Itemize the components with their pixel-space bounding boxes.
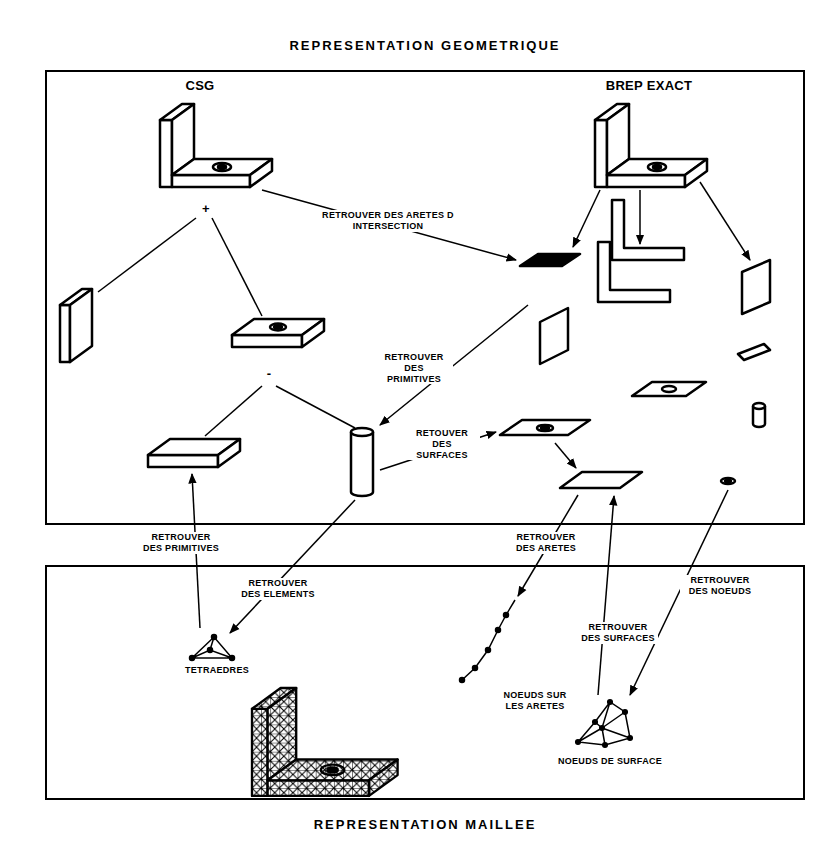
mesh-element	[208, 648, 213, 653]
arrow-label: RETROUVER DES ARETES	[508, 532, 584, 554]
mesh-element	[486, 648, 491, 653]
csg-primitive	[351, 428, 373, 436]
column-title: CSG	[178, 78, 222, 94]
mesh-element	[578, 702, 630, 745]
leader-lines	[555, 443, 576, 468]
region-frame: REPRESENTATION MAILLEE	[45, 565, 805, 800]
meshed-bracket	[252, 688, 398, 796]
arrow-label: RETROUVER DES ELEMENTS	[238, 578, 318, 600]
element-label: TETRAEDRES	[178, 665, 256, 676]
brep-face	[500, 420, 590, 435]
brep-face	[598, 242, 670, 302]
mesh-element	[608, 700, 613, 705]
brep-face	[742, 260, 770, 314]
mesh-element	[496, 628, 501, 633]
section-heading: REPRESENTATION GEOMETRIQUE	[47, 38, 803, 53]
leader-lines	[98, 182, 750, 695]
leader-lines	[573, 190, 600, 247]
operator-sign: -	[262, 366, 276, 382]
brep-face	[520, 254, 580, 266]
brep-face	[540, 308, 568, 364]
mesh-element	[460, 678, 465, 683]
mesh-element	[190, 656, 195, 661]
leader-lines	[205, 386, 262, 436]
arrow-label: RETOUVER DES SURFACES	[404, 428, 480, 460]
leader-lines	[98, 218, 196, 292]
csg-primitive	[148, 455, 218, 467]
element-label: NOEUDS DE SURFACE	[552, 756, 668, 767]
brep-face	[541, 427, 549, 430]
csg-primitive	[274, 325, 282, 329]
brep-face	[721, 478, 735, 484]
mesh-element	[473, 666, 478, 671]
column-title: BREP EXACT	[594, 78, 704, 94]
l-bracket	[160, 104, 272, 187]
mesh-element	[628, 736, 633, 741]
mesh-element	[576, 740, 581, 745]
brep-face	[753, 403, 765, 409]
operator-sign: +	[199, 201, 213, 217]
arrow-label: RETROUVER DES PRIMITIVES	[375, 352, 453, 384]
meshed-bracket	[252, 688, 398, 796]
leader-lines	[700, 182, 750, 260]
brep-face	[500, 200, 770, 488]
csg-primitive	[70, 289, 92, 362]
mesh-element	[462, 600, 515, 680]
arrow-label: RETROUVER DES NOEUDS	[680, 575, 760, 597]
arrow-label: RETROUVER DES SURFACES	[578, 622, 658, 644]
brep-face	[662, 386, 676, 392]
mesh-element	[192, 637, 232, 658]
mesh-element	[212, 635, 217, 640]
leader-lines	[276, 386, 355, 428]
csg-primitive	[60, 305, 70, 362]
brep-face	[612, 200, 684, 260]
mesh-element	[504, 613, 509, 618]
brep-face	[725, 480, 731, 483]
brep-face	[738, 344, 770, 360]
csg-primitive	[218, 439, 240, 467]
mesh-element	[230, 656, 235, 661]
section-heading: REPRESENTATION MAILLEE	[47, 817, 803, 832]
brep-face	[632, 382, 706, 396]
l-bracket	[595, 104, 707, 187]
arrow-label: RETROUVER DES ARETES D INTERSECTION	[318, 210, 458, 232]
mesh-element	[600, 726, 605, 731]
leader-lines	[598, 496, 614, 695]
csg-primitive	[270, 324, 286, 331]
csg-primitive	[302, 319, 324, 347]
l-bracket	[160, 104, 707, 187]
mesh-element	[603, 743, 608, 748]
brep-face	[537, 425, 553, 431]
leader-lines	[262, 190, 516, 260]
mesh-element	[623, 710, 628, 715]
csg-primitive	[232, 335, 302, 347]
csg-primitive	[351, 432, 373, 496]
brep-face	[560, 472, 642, 488]
leader-lines	[639, 190, 641, 244]
mesh-element	[593, 720, 598, 725]
arrow-label: RETROUVER DES PRIMITIVES	[140, 532, 222, 554]
leader-lines	[212, 218, 262, 316]
csg-primitive	[60, 289, 373, 496]
element-label: NOEUDS SUR LES ARETES	[498, 690, 572, 712]
